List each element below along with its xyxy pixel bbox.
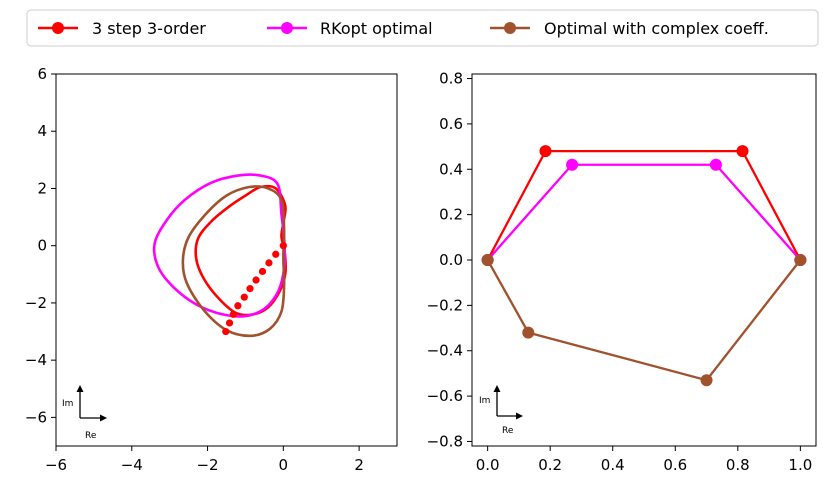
coefficient-point-optimal-with-complex-coeff — [481, 254, 494, 266]
stability-x-tick-label: −2 — [196, 456, 218, 474]
stability-marker-point — [258, 267, 267, 276]
coefficient-x-tick-label: 0.8 — [726, 456, 750, 474]
stability-y-tick-label: −4 — [25, 351, 47, 369]
stability-curve-rkopt-optimal — [152, 173, 287, 318]
stability-y-tick-label: 2 — [37, 179, 47, 197]
stability-x-tick-label: 2 — [354, 456, 364, 474]
coefficient-point-3-step-3-order — [539, 145, 552, 158]
coefficient-plot-frame — [471, 73, 817, 447]
stability-marker-point — [225, 319, 234, 327]
stability-marker-point — [240, 293, 248, 301]
stability-y-tick-label: −6 — [25, 408, 47, 426]
stability-y-tick-label: 4 — [37, 122, 47, 140]
im-arrow-head — [493, 385, 501, 392]
stability-marker-point — [229, 310, 237, 318]
legend-label-rkopt: RKopt optimal — [320, 19, 433, 38]
stability-marker-point — [272, 250, 280, 258]
stability-marker-point — [252, 276, 260, 284]
coefficient-point-3-step-3-order — [736, 145, 749, 158]
stability-marker-point — [234, 302, 242, 310]
coefficient-y-tick-label: 0.2 — [439, 206, 463, 224]
coefficient-plot: 0.0 0.2 0.4 0.6 0.8 1.0 −0.8 −0.6 −0.4 −0.2 0.0 0.2… — [427, 70, 817, 474]
legend: 3 step 3-order RKopt optimal Optimal wit… — [26, 9, 819, 47]
stability-x-tick-label: −4 — [121, 456, 143, 474]
coefficient-y-tick-label: −0.8 — [427, 432, 463, 450]
re-arrow-head — [516, 412, 523, 420]
coefficient-y-tick-label: −0.4 — [427, 342, 463, 360]
coefficient-point-rkopt-optimal — [566, 158, 579, 171]
coefficient-plot-re-im-arrows: Im Re — [479, 385, 523, 436]
legend-label-3-step: 3 step 3-order — [92, 19, 206, 38]
coefficient-point-optimal-with-complex-coeff — [794, 254, 807, 266]
stability-x-tick-label: −6 — [45, 456, 67, 474]
stability-plot-frame — [55, 73, 398, 447]
re-arrow-head — [100, 414, 107, 422]
coefficient-x-tick-label: 0.0 — [476, 456, 500, 474]
stability-y-tick-label: 0 — [37, 237, 47, 255]
coefficient-plot-ticks: 0.0 0.2 0.4 0.6 0.8 1.0 −0.8 −0.6 −0.4 −0.2 0.0 0.2… — [427, 70, 813, 474]
coefficient-line-3-step-3-order — [486, 149, 802, 261]
stability-y-tick-label: −2 — [25, 294, 47, 312]
coefficient-x-tick-label: 0.2 — [538, 456, 562, 474]
coefficient-x-tick-label: 1.0 — [788, 456, 812, 474]
stability-y-tick-label: 6 — [37, 65, 47, 83]
stability-marker-point — [265, 259, 273, 267]
stability-plot-ticks: −6 −4 −2 0 2 −6 −4 −2 0 2 4 6 — [25, 65, 364, 474]
coefficient-y-tick-label: 0.0 — [439, 251, 463, 269]
coefficient-point-optimal-with-complex-coeff — [522, 326, 535, 339]
stability-marker-point — [246, 285, 254, 293]
coefficient-y-tick-label: 0.4 — [439, 160, 463, 178]
coefficient-y-tick-label: 0.8 — [439, 70, 463, 88]
stability-marker-point — [279, 242, 287, 250]
legend-frame — [26, 9, 819, 47]
im-label: Im — [62, 399, 73, 409]
coefficient-line-rkopt-optimal — [486, 163, 802, 261]
coefficient-plot-series — [481, 145, 807, 387]
stability-marker-point — [222, 327, 230, 336]
re-label: Re — [502, 426, 514, 436]
stability-curve-3-step-3-order — [194, 184, 288, 317]
coefficient-y-tick-label: −0.6 — [427, 387, 463, 405]
stability-curve-optimal-with-complex-coeff — [181, 185, 286, 338]
legend-marker-complex — [504, 22, 516, 34]
coefficient-y-tick-label: −0.2 — [427, 296, 463, 314]
legend-label-complex: Optimal with complex coeff. — [544, 19, 769, 38]
coefficient-x-tick-label: 0.4 — [601, 456, 625, 474]
im-label: Im — [479, 396, 490, 406]
coefficient-point-rkopt-optimal — [709, 158, 722, 171]
coefficient-point-optimal-with-complex-coeff — [700, 374, 713, 387]
stability-x-tick-label: 0 — [279, 456, 289, 474]
stability-region-plot: −6 −4 −2 0 2 −6 −4 −2 0 2 4 6 Im Re — [25, 65, 398, 474]
coefficient-line-optimal-with-complex-coeff — [486, 259, 802, 382]
coefficient-y-tick-label: 0.6 — [439, 115, 463, 133]
re-label: Re — [85, 431, 97, 441]
stability-plot-series — [152, 173, 288, 338]
legend-marker-3-step — [52, 22, 64, 34]
coefficient-x-tick-label: 0.6 — [663, 456, 687, 474]
legend-marker-rkopt — [281, 22, 293, 34]
im-arrow-head — [76, 385, 84, 392]
stability-plot-re-im-arrows: Im Re — [62, 385, 107, 441]
